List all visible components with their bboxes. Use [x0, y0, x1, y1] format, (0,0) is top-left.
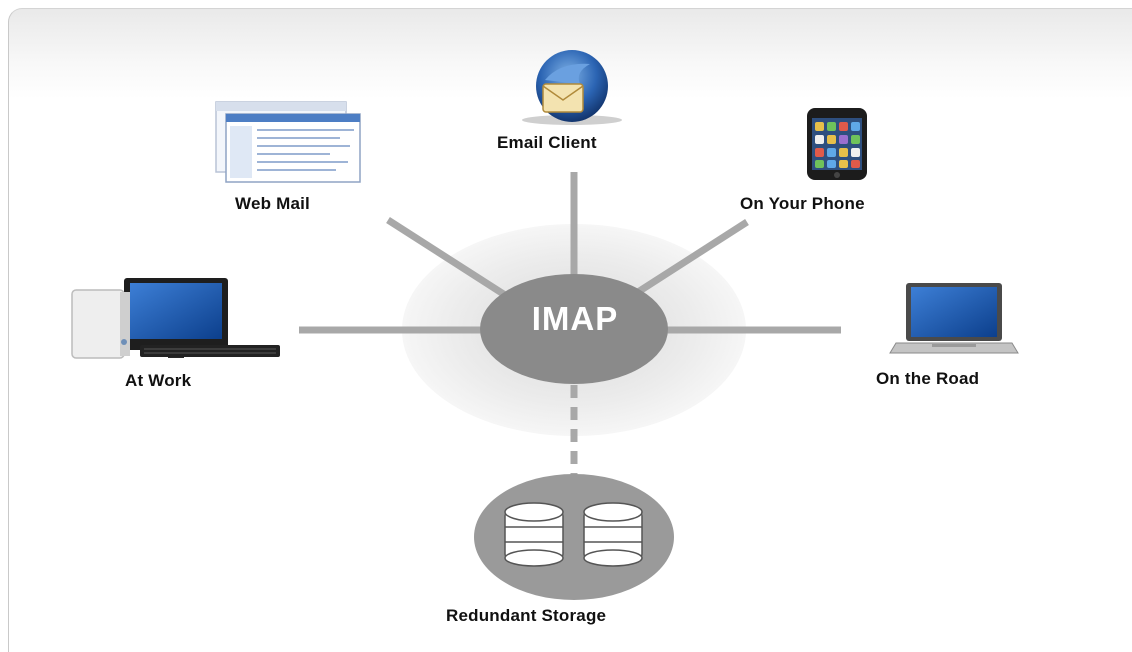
database-icon: [583, 502, 643, 567]
laptop-icon: [889, 283, 1019, 354]
phone-icon: [807, 108, 867, 180]
web-mail-label: Web Mail: [235, 194, 310, 213]
connector-phone: [636, 219, 749, 295]
at-work-label: At Work: [125, 371, 192, 390]
imap-hub: [480, 274, 668, 384]
database-icon: [504, 502, 564, 567]
desktop-computer-icon: [71, 278, 280, 359]
on-the-road-label: On the Road: [876, 369, 980, 388]
email-client-icon: [522, 50, 622, 125]
web-mail-icon: [215, 101, 361, 183]
connector-web-mail: [386, 217, 507, 298]
redundant-storage-node: [474, 474, 674, 600]
connectors: [299, 172, 841, 476]
email-client-label: Email Client: [497, 133, 597, 152]
redundant-storage-label: Redundant Storage: [446, 606, 607, 625]
on-your-phone-label: On Your Phone: [740, 194, 865, 213]
imap-hub-label: IMAP: [531, 300, 619, 337]
